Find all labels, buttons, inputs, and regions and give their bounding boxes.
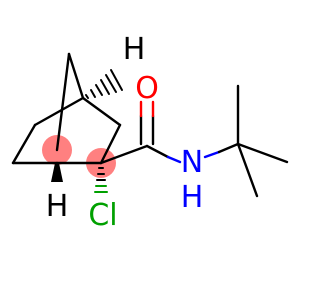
structure-canvas: H O N H H Cl <box>11 32 289 233</box>
hash-line <box>105 74 117 93</box>
bond-c2-carbonyl <box>99 144 149 165</box>
bond-c4-c3 <box>81 96 122 127</box>
hash-line <box>85 94 89 99</box>
hashed-bond-c4-h <box>85 69 123 99</box>
bond-tbu-me-right <box>236 142 289 164</box>
nitrogen-hydrogen: H <box>181 180 204 215</box>
bond-c4-c5 <box>33 96 85 127</box>
bond-c3-c2 <box>99 123 122 165</box>
nitrogen-atom: N <box>181 145 203 180</box>
bond-n-tbu <box>217 142 240 154</box>
wedge-bond-c1-h <box>51 163 63 182</box>
bridgehead-hydrogen-bottom: H <box>46 189 69 224</box>
hash-line <box>100 79 110 95</box>
hash-line <box>90 89 96 98</box>
hashed-bond-c2-cl <box>94 167 108 193</box>
bridgehead-hydrogen-top: H <box>123 32 146 67</box>
atom-labels: H O N H H Cl <box>46 32 204 233</box>
hash-line <box>110 69 123 91</box>
bonds <box>11 52 289 198</box>
bond-bridge-right <box>67 52 85 100</box>
oxygen-atom: O <box>135 71 159 106</box>
chlorine-atom: Cl <box>88 198 117 233</box>
bond-carbonyl-n-blue <box>166 155 182 164</box>
bond-carbonyl-n <box>145 144 170 159</box>
bond-n-tbu-blue <box>203 150 221 159</box>
hash-line <box>95 84 103 96</box>
bond-c5-c6 <box>11 123 37 165</box>
bond-bridge-up <box>55 52 71 152</box>
bond-tbu-me-down <box>236 142 259 198</box>
